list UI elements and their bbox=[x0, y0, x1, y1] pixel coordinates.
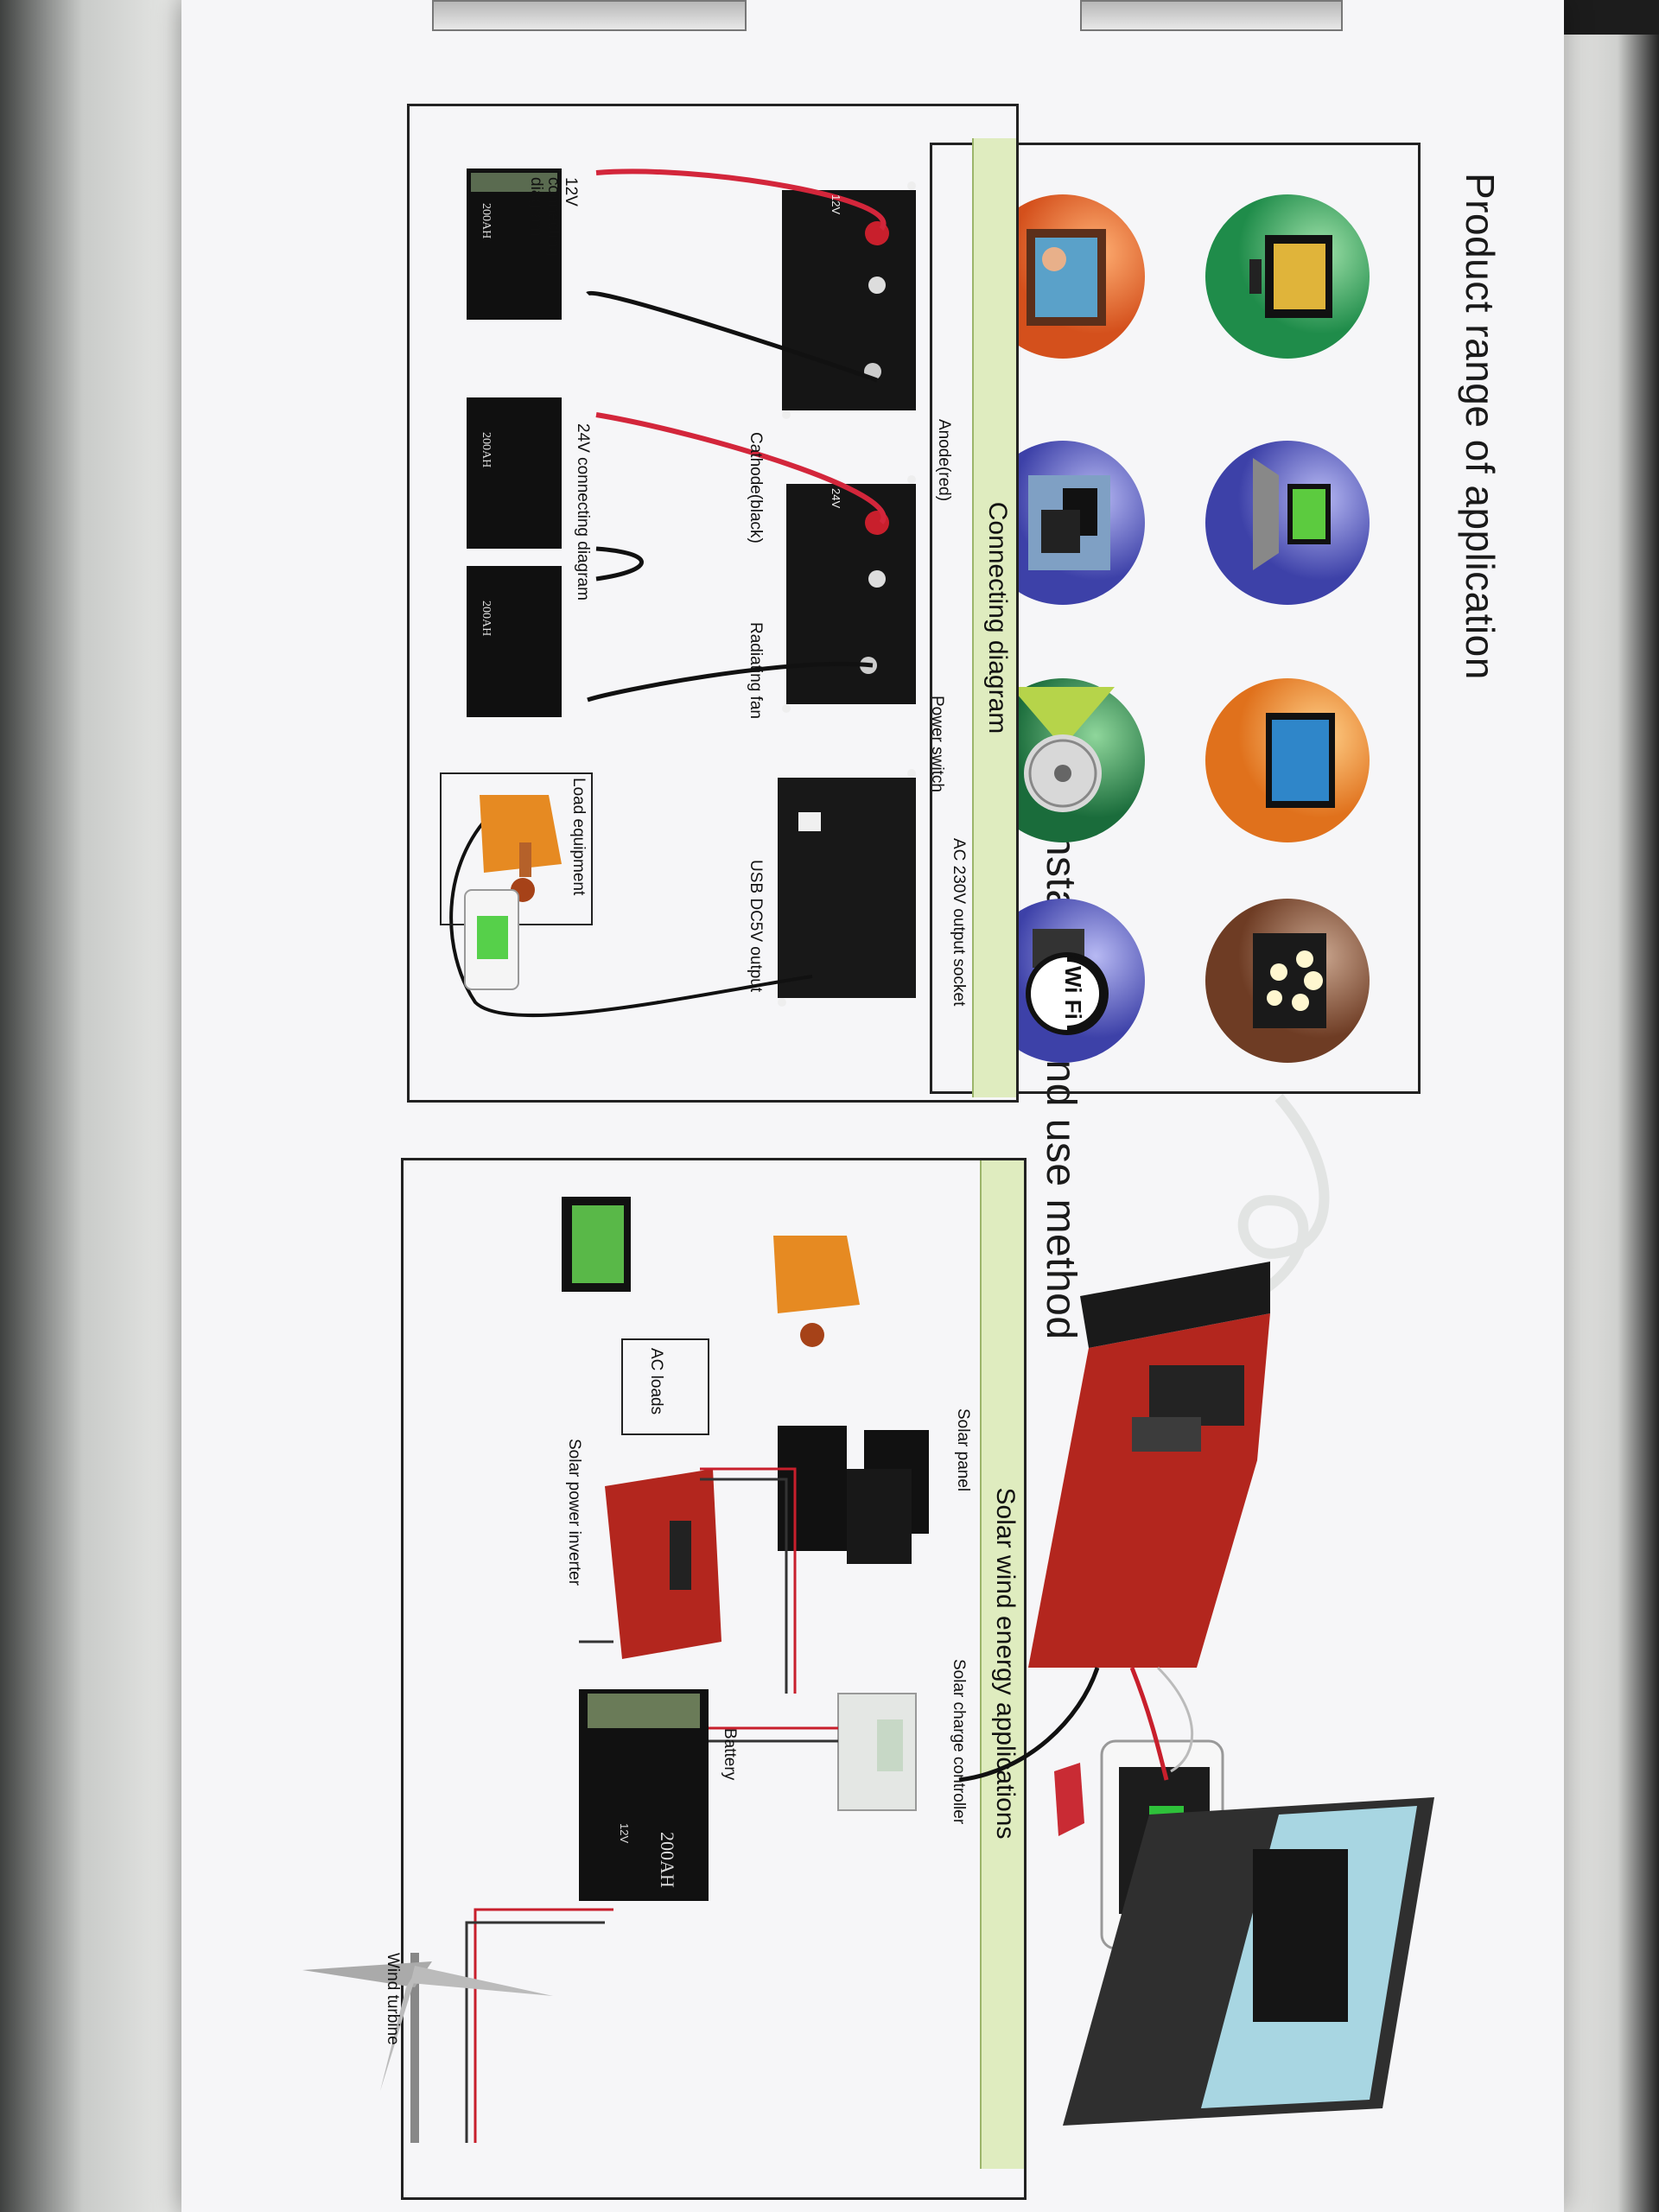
inverter-24v bbox=[782, 475, 916, 713]
background-left bbox=[0, 0, 207, 2212]
battery-24v-2 bbox=[467, 566, 562, 717]
box-clip-left bbox=[432, 0, 747, 31]
monitor-icon bbox=[1205, 678, 1370, 842]
battery-12v bbox=[467, 168, 562, 320]
solar-battery-icon bbox=[579, 1689, 709, 1901]
ac-laptop-icon bbox=[562, 1197, 631, 1292]
wifi-icon bbox=[981, 899, 1145, 1063]
phone-icon bbox=[464, 889, 519, 990]
rotated-content: Product range of application Installatio… bbox=[181, 0, 1564, 2212]
inverter-front bbox=[778, 769, 916, 1007]
photo-frame-icon bbox=[981, 194, 1145, 359]
solar-wind-art bbox=[302, 1197, 929, 2143]
tablet-icon bbox=[981, 441, 1145, 605]
laptop-icon bbox=[1205, 441, 1370, 605]
charge-controller-icon bbox=[837, 1693, 917, 1811]
solar-panel-icon bbox=[778, 1426, 929, 1564]
wind-turbine-icon bbox=[302, 1953, 553, 2143]
fan-icon bbox=[981, 678, 1145, 842]
lamp-icon bbox=[480, 795, 562, 902]
battery-24v-1 bbox=[467, 397, 562, 549]
background-right bbox=[1555, 0, 1659, 2212]
product-battery bbox=[1063, 1797, 1434, 2126]
ac-lamp-icon bbox=[773, 1236, 860, 1347]
product-photo bbox=[958, 1094, 1434, 2126]
application-icons bbox=[981, 194, 1370, 1063]
product-inverter bbox=[1028, 1262, 1270, 1668]
connecting-diagram-art bbox=[440, 168, 916, 1018]
box-clip-right bbox=[1080, 0, 1343, 31]
chandelier-icon bbox=[1205, 899, 1370, 1063]
product-box: Product range of application Installatio… bbox=[181, 0, 1564, 2212]
tv-icon bbox=[1205, 194, 1370, 359]
solar-inverter-icon bbox=[605, 1469, 721, 1659]
